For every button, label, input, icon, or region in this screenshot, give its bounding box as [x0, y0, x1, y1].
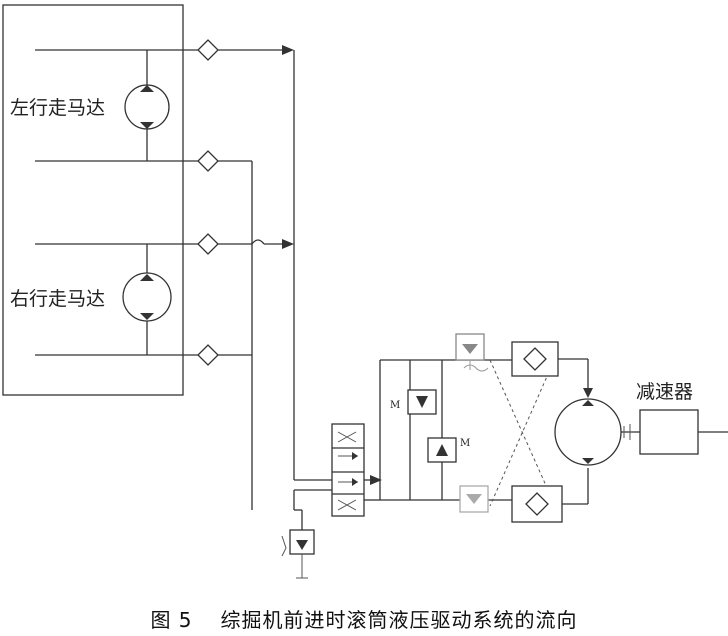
svg-text:M: M: [460, 438, 470, 449]
motor-arrow-up-icon: [140, 85, 154, 92]
right-travel-motor: 右行走马达: [10, 243, 198, 356]
motor-arrow-up-icon: [582, 400, 594, 406]
left-motor-label: 左行走马达: [10, 97, 105, 119]
drum-hydraulic-motor: [554, 398, 640, 466]
motor-housing: [2, 4, 184, 396]
left-travel-motor: 左行走马达: [10, 49, 198, 162]
right-motor-label: 右行走马达: [10, 288, 105, 310]
sequence-valve-bottom: [459, 485, 489, 513]
flow-arrow-icon: [282, 239, 294, 249]
check-valve-3: [197, 233, 294, 255]
flow-arrow-icon: [583, 388, 593, 398]
motor-arrow-down-icon: [582, 458, 594, 464]
sequence-valve-top: [455, 333, 489, 372]
pilot-line-2: [489, 355, 557, 507]
directional-control-valve: [331, 423, 382, 517]
flow-arrow-icon: [370, 475, 382, 485]
bottom-relief-valve: [281, 529, 315, 579]
svg-text:M: M: [390, 400, 400, 411]
relief-valve-1: M: [390, 389, 437, 415]
reducer: 减速器: [636, 381, 728, 455]
upper-check-valve-block: [511, 341, 593, 398]
motor-arrow-down-icon: [140, 122, 154, 129]
motor-arrow-up-icon: [140, 274, 154, 281]
check-valve-1: [197, 39, 294, 61]
lower-check-valve-block: [511, 468, 589, 523]
flow-arrow-icon: [282, 45, 294, 55]
check-valve-4: [197, 344, 252, 366]
relief-valve-2: M: [427, 437, 470, 463]
hydraulic-diagram: 左行走马达 右行走马达: [2, 4, 728, 579]
figure-caption: 图 5 综掘机前进时滚筒液压驱动系统的流向: [0, 604, 728, 633]
check-valve-2: [197, 150, 252, 172]
motor-arrow-down-icon: [140, 313, 154, 320]
reducer-label: 减速器: [636, 381, 693, 403]
figure-title: 综掘机前进时滚筒液压驱动系统的流向: [220, 608, 578, 632]
figure-number: 图 5: [150, 608, 193, 632]
